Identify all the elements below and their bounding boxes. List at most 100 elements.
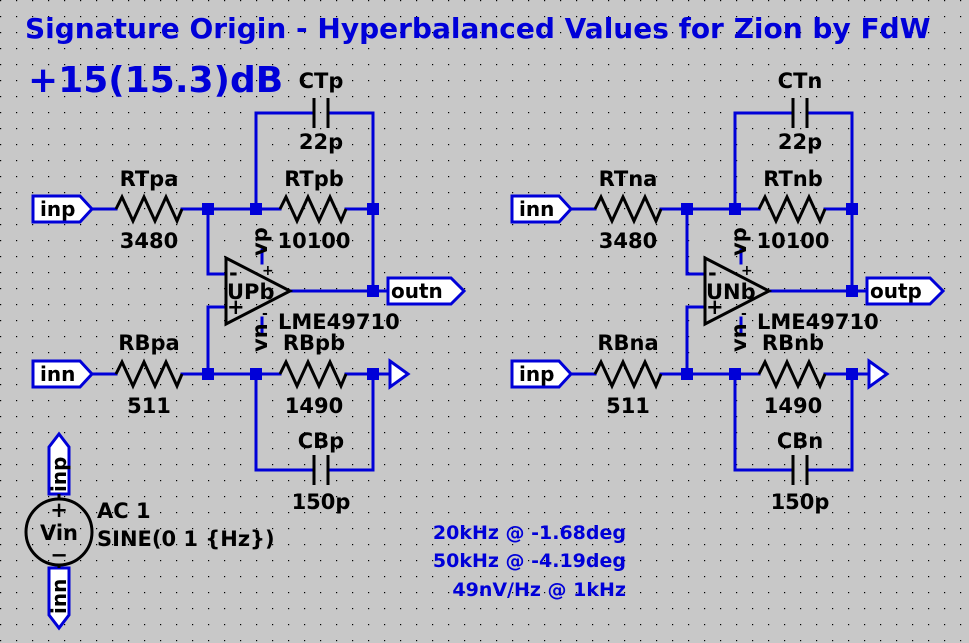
resistor-value: 511 — [127, 394, 171, 418]
schematic-title: Signature Origin - Hyperbalanced Values … — [25, 12, 931, 45]
opamp-UNb[interactable] — [703, 255, 773, 327]
port-output[interactable] — [386, 276, 467, 306]
capacitor-name: CTp — [299, 69, 344, 93]
resistor-value: 3480 — [120, 229, 178, 253]
wire — [806, 111, 854, 211]
opamp-UPb[interactable] — [224, 255, 294, 327]
opamp-model: LME49710 — [757, 310, 879, 334]
resistor-name: RBnb — [762, 331, 824, 355]
junction-dot — [367, 285, 379, 297]
resistor-value: 3480 — [599, 229, 657, 253]
capacitor-CTn[interactable] — [791, 98, 809, 128]
port-label: inp — [47, 457, 71, 492]
resistor-name: RTnb — [763, 167, 823, 191]
resistor-name: RBna — [597, 331, 658, 355]
junction-dot — [367, 368, 379, 380]
resistor-name: RBpa — [118, 331, 179, 355]
opamp-vn-label: vn — [727, 323, 751, 352]
port-label: inn — [40, 362, 75, 386]
wire — [806, 372, 854, 472]
capacitor-value: 150p — [771, 490, 830, 514]
junction-dot — [846, 285, 858, 297]
opamp-plus-pin: + — [706, 295, 724, 319]
capacitor-name: CTn — [778, 69, 823, 93]
junction-dot — [681, 203, 693, 215]
wire — [823, 207, 869, 293]
right-stage: inn inp outp RTna 3480 RTnb 10100 RBna 5… — [510, 69, 946, 514]
resistor-RTnb[interactable] — [757, 193, 827, 225]
opamp-ref: UPb — [227, 280, 274, 304]
left-stage: inp inn outn RTpa 3480 RTpb 10100 RBpa 5… — [31, 69, 467, 514]
junction-dot — [846, 368, 858, 380]
source-ac: AC 1 — [97, 499, 151, 523]
junction-dot — [681, 368, 693, 380]
port-label: inp — [519, 362, 554, 386]
capacitor-CTp[interactable] — [312, 98, 330, 128]
capacitor-CBp[interactable] — [312, 455, 330, 485]
ground-arrow — [867, 358, 890, 390]
resistor-RBpa[interactable] — [114, 358, 184, 390]
port-input-minus[interactable] — [31, 359, 95, 389]
gain-label: +15(15.3)dB — [28, 60, 283, 101]
resistor-RBna[interactable] — [593, 358, 663, 390]
voltage-source-vin: inp inn + Vin − AC 1 SINE(0 1 {Hz}) — [24, 431, 275, 631]
junction-dot — [367, 203, 379, 215]
junction-dot — [202, 203, 214, 215]
source-minus: − — [50, 543, 68, 567]
junction-dot — [250, 368, 262, 380]
capacitor-value: 150p — [292, 490, 351, 514]
opamp-minus-pin: - — [229, 261, 238, 285]
opamp-plus-pin: + — [227, 295, 245, 319]
opamp-minus-pin: - — [708, 261, 717, 285]
resistor-RTna[interactable] — [593, 193, 663, 225]
port-source-top[interactable] — [47, 431, 71, 496]
opamp-vp-plus: + — [262, 263, 274, 279]
junction-dot — [202, 368, 214, 380]
opamp-vp-plus: + — [741, 263, 753, 279]
source-Vin[interactable] — [24, 497, 94, 567]
wire — [254, 372, 315, 472]
wire — [344, 207, 390, 293]
resistor-RBnb[interactable] — [757, 358, 827, 390]
port-label: outn — [391, 279, 443, 303]
wire — [206, 207, 228, 276]
opamp-vp-label: vp — [727, 227, 751, 256]
opamp-vn-minus: - — [262, 306, 268, 322]
resistor-value: 511 — [606, 394, 650, 418]
resistor-RBpb[interactable] — [278, 358, 348, 390]
note-line: 20kHz @ -1.68deg — [433, 522, 626, 544]
wire — [327, 372, 375, 472]
port-input-plus[interactable] — [31, 194, 95, 224]
port-input-plus[interactable] — [510, 194, 574, 224]
wire — [733, 372, 794, 472]
note-line: 49nV/Hz @ 1kHz — [452, 579, 626, 601]
source-name: Vin — [40, 521, 78, 545]
opamp-model: LME49710 — [278, 310, 400, 334]
port-input-minus[interactable] — [510, 359, 574, 389]
capacitor-value: 22p — [299, 130, 343, 154]
resistor-name: RBpb — [283, 331, 345, 355]
source-plus: + — [50, 498, 68, 522]
capacitor-name: CBp — [298, 429, 344, 453]
junction-dot — [729, 368, 741, 380]
port-label: inn — [47, 579, 71, 614]
resistor-name: RTpb — [284, 167, 344, 191]
resistor-value: 10100 — [756, 229, 829, 253]
source-sine: SINE(0 1 {Hz}) — [97, 527, 275, 551]
port-source-bottom[interactable] — [47, 566, 71, 631]
port-label: inp — [40, 197, 75, 221]
port-label: outp — [870, 279, 922, 303]
capacitor-CBn[interactable] — [791, 455, 809, 485]
wire — [685, 207, 707, 276]
resistor-name: RTpa — [120, 167, 179, 191]
ground-arrow — [388, 358, 411, 390]
port-output[interactable] — [865, 276, 946, 306]
junction-dot — [729, 203, 741, 215]
resistor-value: 10100 — [277, 229, 350, 253]
resistor-RTpa[interactable] — [114, 193, 184, 225]
note-line: 50kHz @ -4.19deg — [433, 550, 626, 572]
junction-dot — [846, 203, 858, 215]
resistor-RTpb[interactable] — [278, 193, 348, 225]
junction-dot — [250, 203, 262, 215]
